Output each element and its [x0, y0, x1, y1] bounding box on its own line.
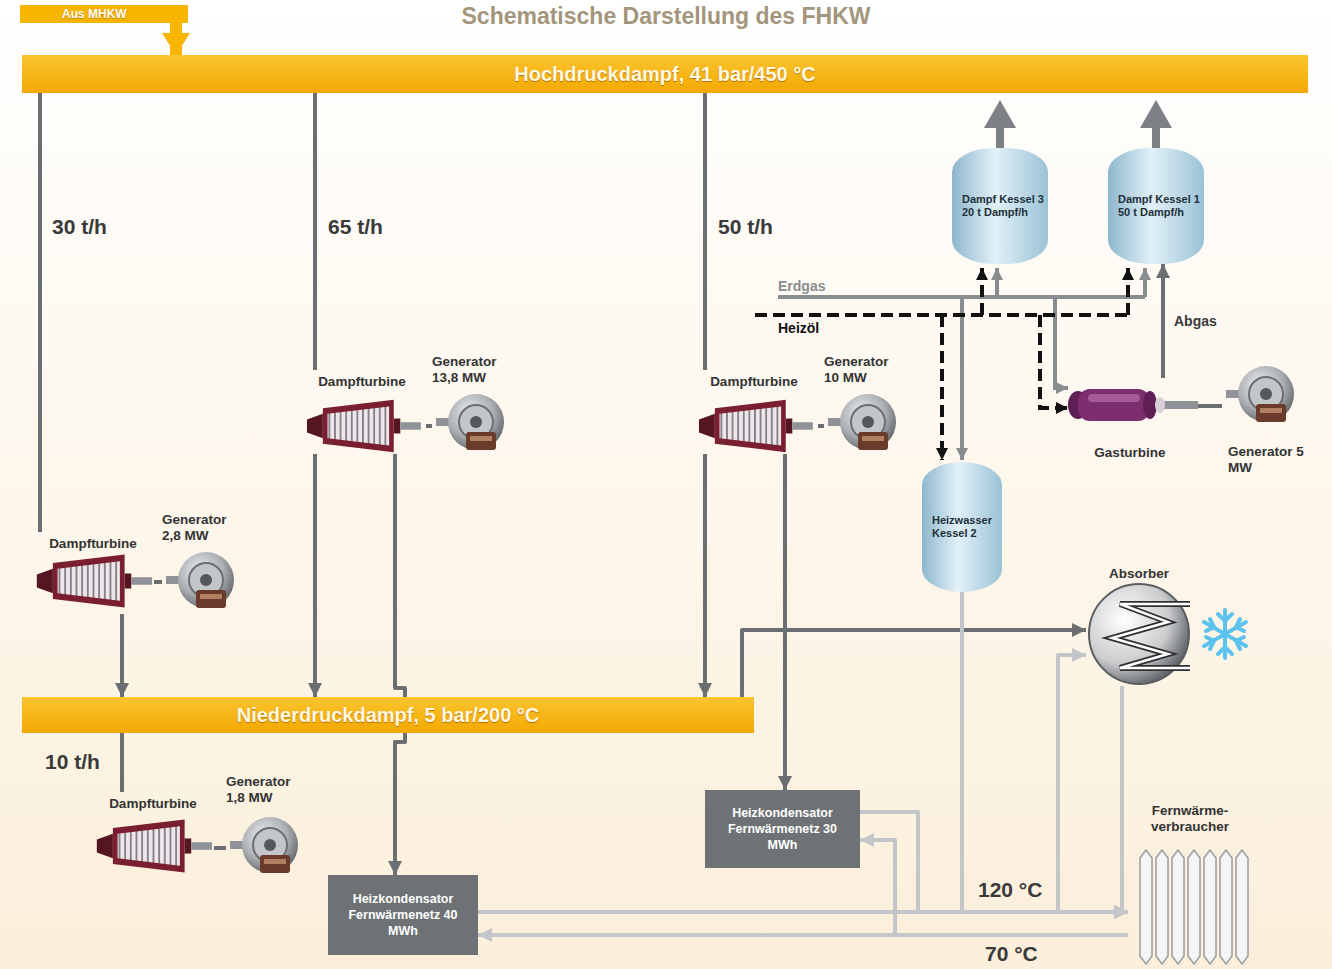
hot-water-line [478, 655, 1086, 912]
hot-water-line [478, 933, 1128, 937]
generator-icon [1226, 366, 1294, 422]
steam-line [38, 93, 42, 532]
hot-water-line [1122, 686, 1128, 912]
heat-condenser: Heizkondensator Fernwärmenetz 30 MWh [705, 790, 860, 868]
flow-label: 30 t/h [52, 215, 107, 239]
node-label: Dampf Kessel 1 50 t Dampf/h [1118, 193, 1200, 219]
generator-icon [230, 817, 298, 873]
hot-water-line [962, 592, 1128, 912]
flow-label: 70 °C [985, 942, 1038, 966]
hot-water-boiler: Heizwasser Kessel 2 [922, 462, 1002, 592]
generator: Generator 1,8 MW [226, 774, 310, 882]
generator: Generator 2,8 MW [162, 512, 246, 616]
steam-turbine-icon [699, 400, 813, 452]
feed-arrow [170, 23, 182, 55]
steam-line [783, 454, 787, 790]
flow-label: 120 °C [978, 878, 1042, 902]
node-label: Generator 13,8 MW [432, 354, 508, 386]
steam-turbine-icon [307, 400, 421, 452]
steam-line [1161, 264, 1165, 378]
node-label: Heizwasser Kessel 2 [932, 514, 998, 540]
steam-turbine-icon [97, 820, 212, 873]
node-label: Generator 10 MW [824, 354, 900, 386]
steam-header: Niederdruckdampf, 5 bar/200 °C [22, 697, 754, 733]
steam-line [214, 846, 226, 850]
flow-label: Abgas [1174, 313, 1217, 329]
generator-icon [166, 552, 234, 608]
node-label: Generator 1,8 MW [226, 774, 302, 806]
node-label: Fernwärme- verbraucher [1144, 803, 1236, 835]
fuel-label: Heizöl [778, 320, 819, 336]
fuel-oil-line [755, 268, 1128, 460]
generator-icon [436, 394, 504, 450]
radiator-icon [1140, 850, 1248, 964]
steam-line [313, 93, 317, 370]
hot-water-line [860, 840, 1128, 935]
natural-gas-line [778, 268, 1145, 460]
node-label: Gasturbine [1094, 445, 1165, 460]
node-label: Dampf Kessel 3 20 t Dampf/h [962, 193, 1044, 219]
generator: Generator 13,8 MW [432, 354, 516, 456]
steam-boiler: Dampf Kessel 3 20 t Dampf/h [952, 148, 1048, 264]
steam-line [120, 733, 124, 792]
flow-label: 50 t/h [718, 215, 773, 239]
hot-water-line [860, 812, 1128, 912]
node-label: Aus MHKW [62, 7, 188, 21]
steam-turbine-icon [37, 555, 152, 608]
node-label: Niederdruckdampf, 5 bar/200 °C [237, 704, 540, 727]
exhaust-arrow [984, 100, 1172, 150]
feed-tag: Aus MHKW [20, 5, 188, 23]
heat-condenser: Heizkondensator Fernwärmenetz 40 MWh [328, 875, 478, 955]
node-label: Heizkondensator Fernwärmenetz 40 MWh [342, 891, 464, 939]
fuel-label: Erdgas [778, 278, 825, 294]
steam-turbine: Dampfturbine [32, 532, 154, 614]
node-label: Absorber [1109, 566, 1169, 581]
steam-turbine: Dampfturbine [298, 370, 426, 454]
node-label: Dampfturbine [318, 374, 406, 389]
flow-label: 10 t/h [45, 750, 100, 774]
steam-line [818, 424, 824, 428]
cooling-symbol [1204, 610, 1246, 658]
generator-icon [828, 394, 896, 450]
steam-line [154, 580, 162, 584]
flow-label: 65 t/h [328, 215, 383, 239]
node-label: Generator 5 MW [1228, 444, 1304, 476]
steam-line [742, 630, 1086, 697]
node-label: Dampfturbine [710, 374, 798, 389]
diagram-title: Schematische Darstellung des FHKW [0, 3, 1332, 30]
heat-consumer: Fernwärme- verbraucher [1128, 803, 1252, 966]
steam-line [395, 454, 405, 875]
gas-turbine-icon [1068, 389, 1198, 421]
gas-turbine: Gasturbine [1062, 378, 1198, 460]
absorber-icon [1089, 584, 1190, 684]
steam-line [426, 424, 432, 428]
steam-line [703, 93, 707, 370]
steam-line [120, 614, 124, 697]
node-label: Hochdruckdampf, 41 bar/450 °C [514, 63, 815, 86]
steam-line [703, 454, 707, 697]
absorber: Absorber [1086, 566, 1192, 686]
generator: Generator 5 MW [1222, 362, 1314, 476]
steam-boiler: Dampf Kessel 1 50 t Dampf/h [1108, 148, 1204, 264]
node-label: Dampfturbine [49, 536, 137, 551]
steam-line [1198, 404, 1222, 408]
generator: Generator 10 MW [824, 354, 908, 456]
node-label: Dampfturbine [109, 796, 197, 811]
node-label: Heizkondensator Fernwärmenetz 30 MWh [722, 805, 844, 853]
steam-turbine: Dampfturbine [92, 792, 214, 878]
node-label: Generator 2,8 MW [162, 512, 238, 544]
steam-turbine: Dampfturbine [690, 370, 818, 454]
steam-header: Hochdruckdampf, 41 bar/450 °C [22, 55, 1308, 93]
steam-line [313, 454, 317, 697]
